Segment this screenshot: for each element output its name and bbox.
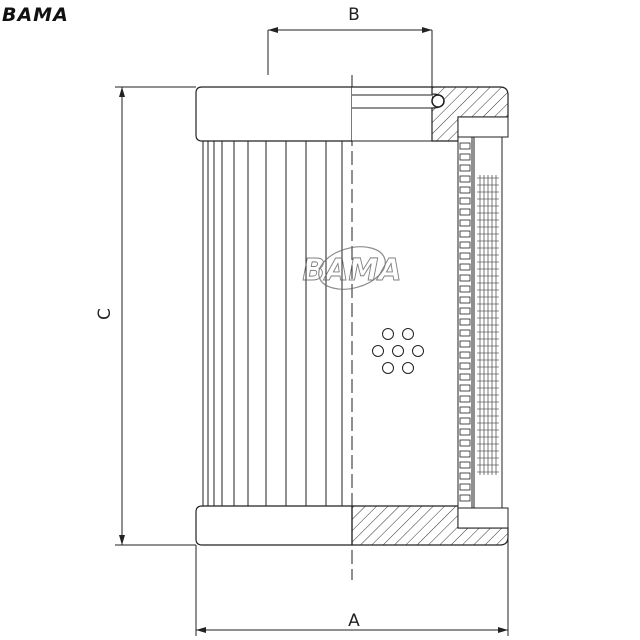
core-slot bbox=[459, 252, 471, 260]
core-slot bbox=[459, 164, 471, 172]
dimension-b: B bbox=[267, 5, 433, 100]
core-slot bbox=[459, 307, 471, 315]
core-slot bbox=[459, 450, 471, 458]
watermark-text: BAMA bbox=[302, 253, 401, 288]
core-slot bbox=[459, 208, 471, 216]
core-slot bbox=[459, 384, 471, 392]
pleated-media bbox=[202, 141, 343, 506]
perforation-holes bbox=[372, 328, 424, 374]
core-slot bbox=[459, 439, 471, 447]
core-slot bbox=[459, 428, 471, 436]
core-slot bbox=[459, 329, 471, 337]
perforated-core bbox=[457, 116, 509, 529]
core-slot bbox=[459, 219, 471, 227]
mesh-screen bbox=[473, 136, 503, 509]
core-slot bbox=[459, 197, 471, 205]
top-end-cap bbox=[195, 86, 509, 142]
brand-logo: BAMA bbox=[2, 4, 69, 26]
core-slot bbox=[459, 461, 471, 469]
core-slot bbox=[459, 395, 471, 403]
watermark: BAMA bbox=[302, 246, 402, 290]
core-slot bbox=[459, 186, 471, 194]
core-slot bbox=[459, 142, 471, 150]
core-slot bbox=[459, 472, 471, 480]
core-slot bbox=[459, 274, 471, 282]
core-slot bbox=[459, 263, 471, 271]
core-slot bbox=[459, 362, 471, 370]
core-slot bbox=[459, 285, 471, 293]
core-slot bbox=[459, 230, 471, 238]
bottom-end-cap bbox=[195, 505, 509, 546]
dimension-b-label: B bbox=[348, 5, 360, 25]
dimension-c: C bbox=[95, 86, 196, 546]
core-slot bbox=[459, 373, 471, 381]
core-slot bbox=[459, 175, 471, 183]
dimension-a-label: A bbox=[348, 611, 360, 631]
core-slot bbox=[459, 494, 471, 502]
core-slot bbox=[459, 351, 471, 359]
core-slot bbox=[459, 241, 471, 249]
core-slot bbox=[459, 153, 471, 161]
core-slot bbox=[459, 296, 471, 304]
core-slot bbox=[459, 483, 471, 491]
core-slot bbox=[459, 406, 471, 414]
core-slot bbox=[459, 340, 471, 348]
core-slot bbox=[459, 417, 471, 425]
dimension-a: A bbox=[195, 535, 509, 636]
core-slot bbox=[459, 318, 471, 326]
dimension-c-label: C bbox=[95, 308, 115, 320]
